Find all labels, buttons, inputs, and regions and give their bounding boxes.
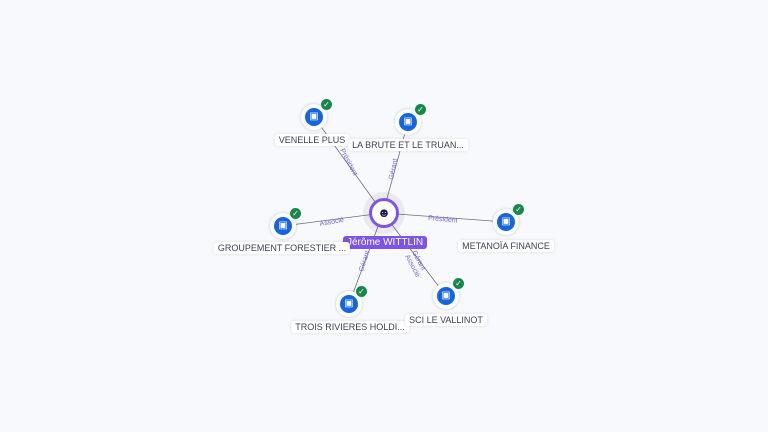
building-icon: ▣ xyxy=(437,287,455,305)
company-node[interactable]: ▣✓ xyxy=(336,286,367,317)
verified-icon: ✓ xyxy=(415,104,426,115)
company-node[interactable]: ▣✓ xyxy=(395,104,426,135)
company-label[interactable]: TROIS RIVIERES HOLDI... xyxy=(291,321,409,333)
building-icon: ▣ xyxy=(399,113,417,131)
edge-label: Président xyxy=(338,148,358,177)
edge-groupement xyxy=(282,212,384,227)
building-icon: ▣ xyxy=(340,295,358,313)
company-node[interactable]: ▣✓ xyxy=(433,278,464,309)
edge-labrute xyxy=(382,121,409,214)
company-label[interactable]: VENELLE PLUS xyxy=(274,134,350,146)
building-icon: ▣ xyxy=(274,217,292,235)
company-node[interactable]: ▣✓ xyxy=(301,99,332,130)
verified-icon: ✓ xyxy=(290,208,301,219)
edge-label: Associé xyxy=(319,217,344,228)
company-label[interactable]: METANOÏA FINANCE xyxy=(458,240,554,252)
company-node[interactable]: ▣✓ xyxy=(493,204,524,235)
verified-icon: ✓ xyxy=(356,286,367,297)
company-label[interactable]: SCI LE VALLINOT xyxy=(405,314,487,326)
edge-sci xyxy=(382,212,447,297)
person-node[interactable]: ☻ xyxy=(369,198,399,228)
company-node[interactable]: ▣✓ xyxy=(270,208,301,239)
person-label[interactable]: Jérôme WITTLIN xyxy=(343,236,428,249)
edge-label: Gérant xyxy=(358,250,371,273)
edge-venelle xyxy=(313,116,384,214)
edge-label: Président xyxy=(428,215,458,225)
company-label[interactable]: GROUPEMENT FORESTIER ... xyxy=(213,242,351,254)
building-icon: ▣ xyxy=(497,213,515,231)
edge-trois xyxy=(348,212,384,305)
building-icon: ▣ xyxy=(305,108,323,126)
verified-icon: ✓ xyxy=(453,278,464,289)
edge-metanoia xyxy=(382,212,507,223)
person-icon: ☻ xyxy=(377,205,391,220)
verified-icon: ✓ xyxy=(513,204,524,215)
edge-label: Gérant xyxy=(388,158,399,180)
verified-icon: ✓ xyxy=(321,99,332,110)
company-label[interactable]: LA BRUTE ET LE TRUAN... xyxy=(348,139,468,151)
